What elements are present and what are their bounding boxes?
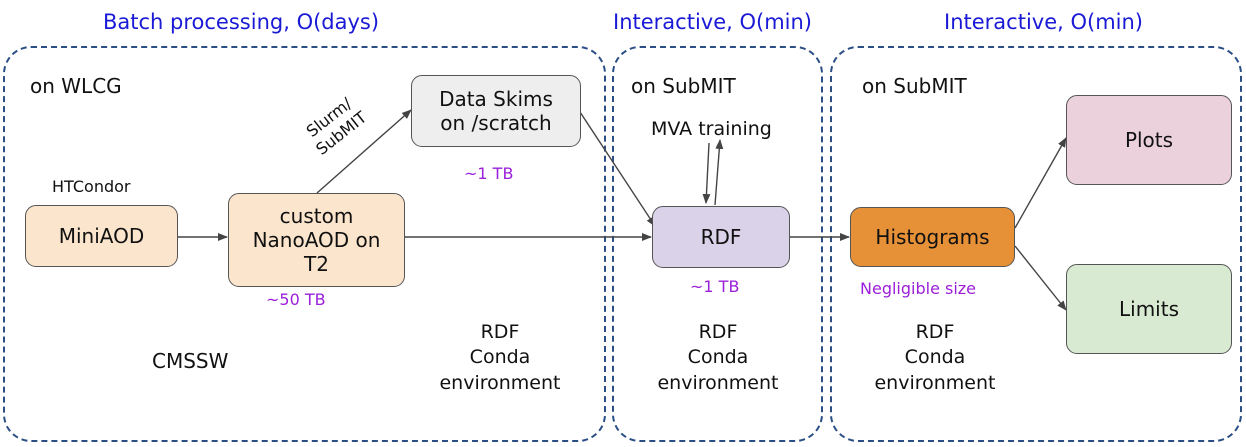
- panel-submit-2: [830, 46, 1242, 442]
- env-2-line-3: environment: [657, 371, 779, 394]
- env-2-line-2: Conda: [687, 346, 749, 369]
- rdf-label: RDF: [700, 225, 742, 249]
- env-2-line-1: RDF: [698, 321, 738, 343]
- env-1-line-3: environment: [439, 371, 561, 394]
- env-1-line-1: RDF: [480, 321, 520, 343]
- nano-line-2: NanoAOD on: [252, 228, 381, 252]
- miniaod-label: MiniAOD: [58, 224, 145, 248]
- histograms-size: Negligible size: [860, 279, 977, 298]
- header-interactive-1: Interactive, O(min): [613, 10, 812, 34]
- histograms-node: Histograms: [850, 207, 1015, 267]
- skims-size: ~1 TB: [464, 164, 514, 183]
- miniaod-node: MiniAOD: [25, 205, 178, 267]
- env-3-line-3: environment: [874, 371, 996, 394]
- nano-line-1: custom: [279, 204, 354, 228]
- env-1: RDF Conda environment: [430, 320, 570, 396]
- skims-line-2: on /scratch: [440, 111, 552, 135]
- cmssw-label: CMSSW: [152, 349, 229, 373]
- custom-nanoaod-node: custom NanoAOD on T2: [228, 193, 405, 287]
- arrow-rdf-to-mva: [714, 139, 724, 206]
- arrow-skims-to-rdf: [579, 111, 656, 227]
- panel-label-submit-2: on SubMIT: [862, 74, 967, 98]
- histograms-label: Histograms: [875, 225, 990, 249]
- plots-node: Plots: [1066, 95, 1232, 185]
- header-interactive-2: Interactive, O(min): [944, 10, 1143, 34]
- panel-label-submit-1: on SubMIT: [631, 74, 736, 98]
- arrow-mva-to-rdf: [702, 142, 711, 204]
- env-3-line-2: Conda: [904, 346, 966, 369]
- env-2: RDF Conda environment: [648, 320, 788, 396]
- skims-line-1: Data Skims: [439, 87, 553, 111]
- env-1-line-2: Conda: [469, 346, 531, 369]
- data-skims-node: Data Skims on /scratch: [411, 75, 581, 147]
- header-batch: Batch processing, O(days): [103, 10, 380, 34]
- env-3: RDF Conda environment: [865, 320, 1005, 396]
- plots-label: Plots: [1124, 128, 1174, 152]
- nano-size: ~50 TB: [266, 290, 326, 309]
- arrow-histograms-to-limits: [1014, 245, 1067, 311]
- limits-node: Limits: [1066, 264, 1232, 354]
- env-3-line-1: RDF: [915, 321, 955, 343]
- panel-label-wlcg: on WLCG: [30, 74, 122, 98]
- rdf-node: RDF: [652, 206, 790, 268]
- arrow-histograms-to-plots: [1014, 137, 1067, 229]
- mva-training-label: MVA training: [651, 118, 772, 140]
- limits-label: Limits: [1119, 297, 1179, 321]
- htcondor-label: HTCondor: [52, 177, 131, 196]
- panel-submit-1: [612, 46, 823, 442]
- arrow-nano-to-skims: [316, 109, 412, 194]
- rdf-size: ~1 TB: [690, 277, 740, 296]
- panel-wlcg: [3, 46, 606, 442]
- nano-line-3: T2: [304, 252, 329, 276]
